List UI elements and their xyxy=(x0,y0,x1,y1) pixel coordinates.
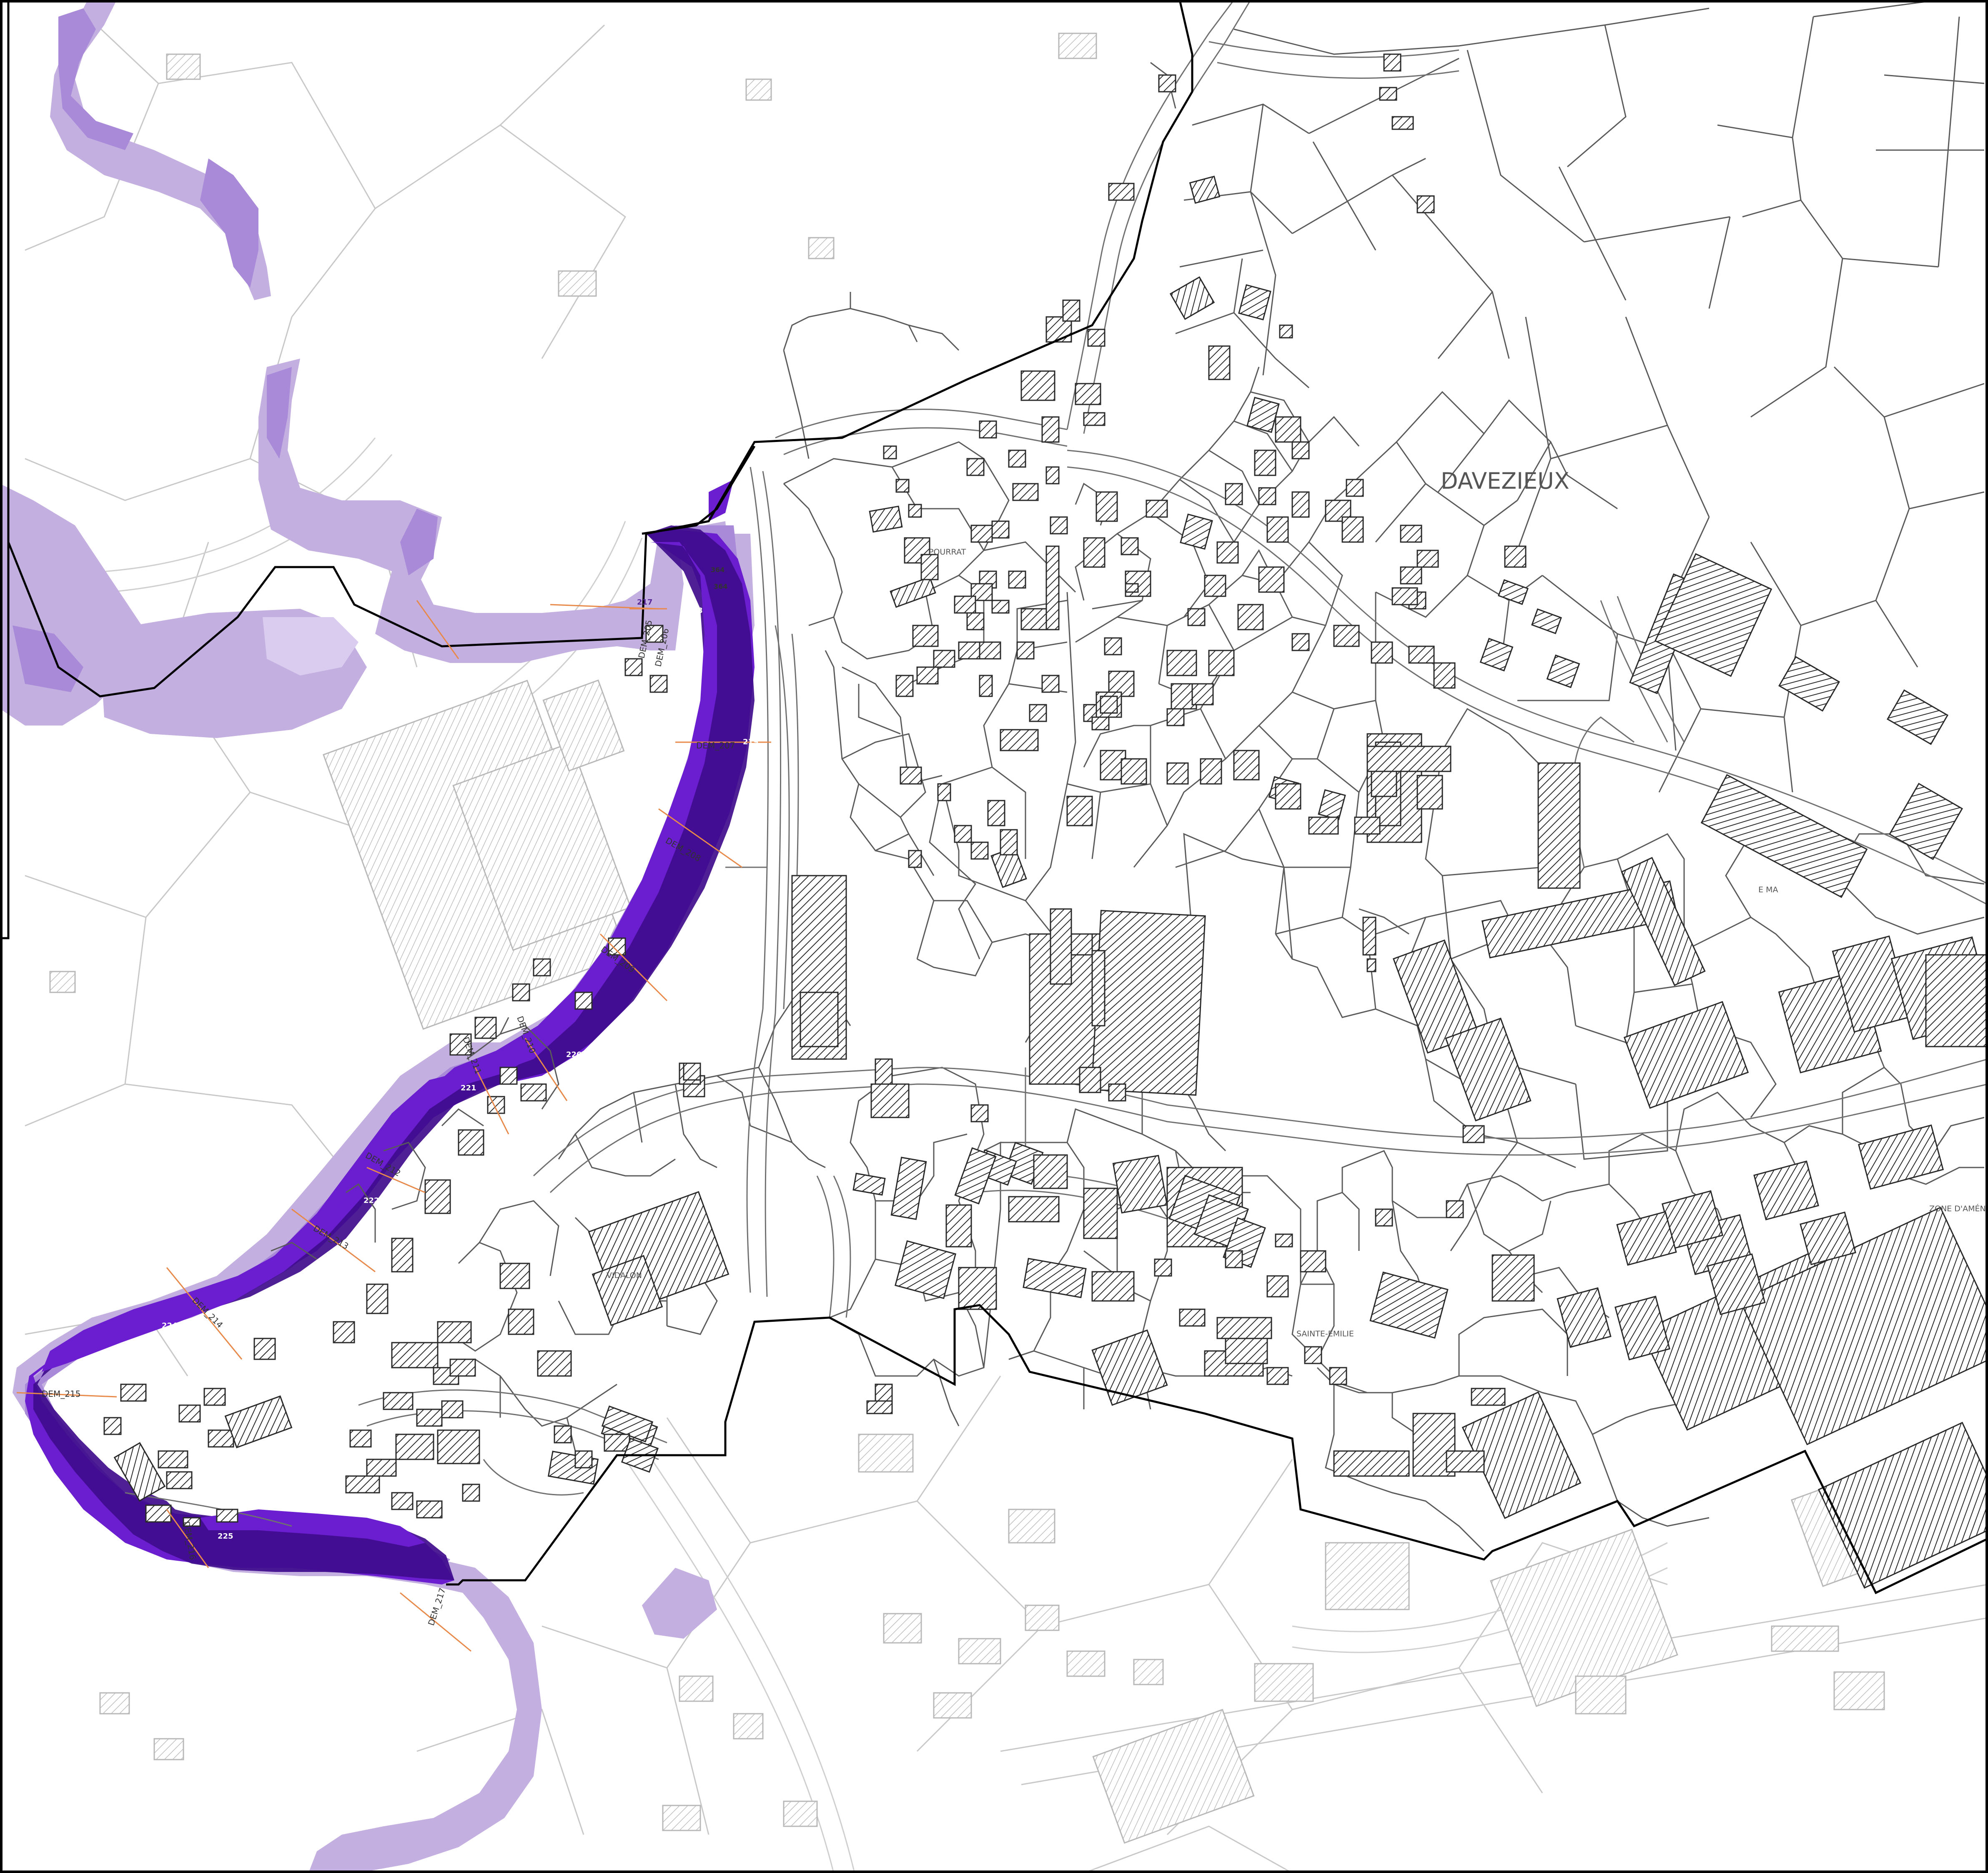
node-label-221: 221 xyxy=(461,1084,476,1092)
node-label-217: 217 xyxy=(637,598,653,607)
outer-buildings-faint xyxy=(49,33,1895,1844)
profile-label-dem-207: DEM_207 xyxy=(696,741,735,751)
node-label-222: 222 xyxy=(364,1196,379,1205)
profile-lines xyxy=(16,600,771,1652)
place-label-e-ma: E MA xyxy=(1758,885,1778,894)
node-label-218: 218 xyxy=(687,606,703,615)
node-label-364b: 364 xyxy=(714,582,727,590)
node-label-220: 220 xyxy=(566,1050,582,1059)
profile-label-dem-215: DEM_215 xyxy=(42,1389,80,1399)
node-labels: 217 218 219 220 221 222 224 225 364 364 xyxy=(162,566,759,1541)
flood-zone-very-high xyxy=(33,525,755,1580)
place-label-sainte-emilie: SAINTE-EMILIE xyxy=(1296,1329,1354,1338)
node-label-225: 225 xyxy=(218,1532,233,1541)
place-label-vidalon: VIDALON xyxy=(607,1271,642,1280)
node-label-224: 224 xyxy=(162,1321,178,1330)
node-label-219: 219 xyxy=(743,738,759,746)
place-names: DAVEZIEUX POURRAT VIDALON SAINTE-EMILIE … xyxy=(607,468,1988,1338)
buildings xyxy=(103,53,1988,1589)
study-boundary xyxy=(0,0,1988,1594)
place-label-davezieux: DAVEZIEUX xyxy=(1441,468,1569,494)
node-label-364a: 364 xyxy=(711,566,725,574)
place-label-pourrat: POURRAT xyxy=(929,547,966,557)
place-label-zone-amenagement: ZONE D'AMÉNA xyxy=(1929,1204,1988,1213)
